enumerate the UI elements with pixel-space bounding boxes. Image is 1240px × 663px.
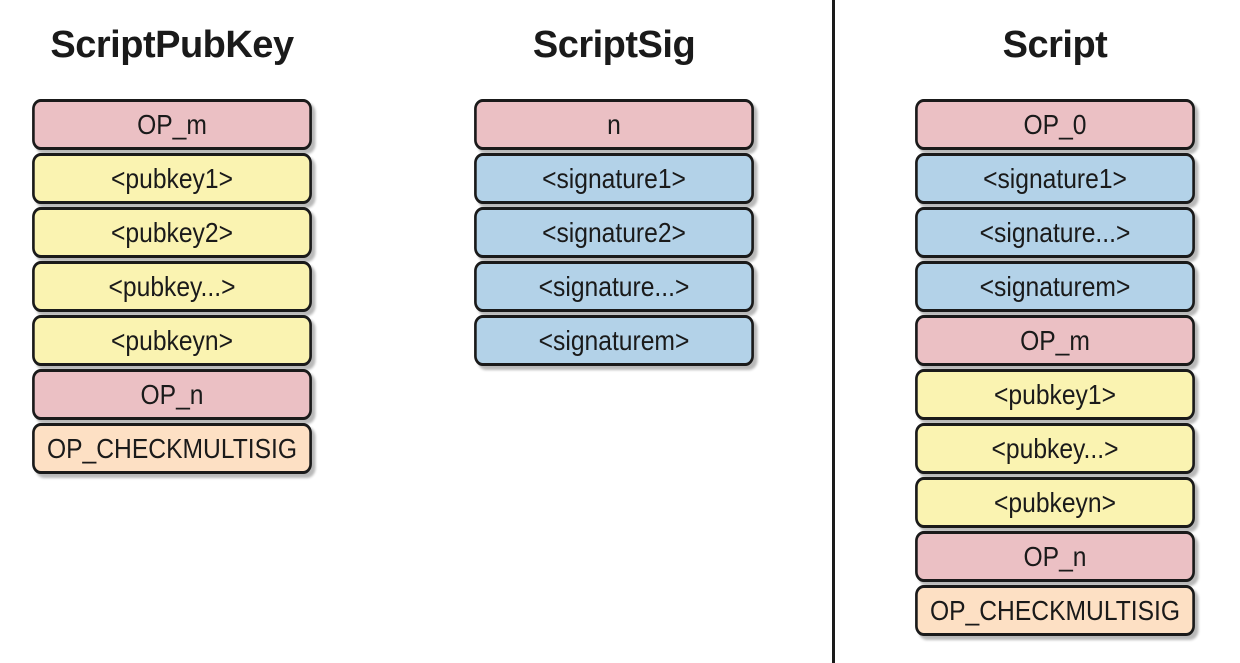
script-stack-item: <signature1> <box>915 153 1195 204</box>
scriptpubkey-stack-item: OP_CHECKMULTISIG <box>32 423 312 474</box>
scriptpubkey-stack-item: OP_n <box>32 369 312 420</box>
scriptpubkey-stack-item: OP_m <box>32 99 312 150</box>
scriptpubkey-stack-item: <pubkey...> <box>32 261 312 312</box>
script-stack-item: <signaturem> <box>915 261 1195 312</box>
scriptpubkey-title: ScriptPubKey <box>50 24 294 66</box>
scriptpubkey-stack: OP_m<pubkey1><pubkey2><pubkey...><pubkey… <box>13 99 331 477</box>
script-title: Script <box>1002 24 1108 66</box>
script-stack-item: <signature...> <box>915 207 1195 258</box>
scriptpubkey-stack-item: <pubkey2> <box>32 207 312 258</box>
script-stack-item: <pubkeyn> <box>915 477 1195 528</box>
script-stack-item: OP_CHECKMULTISIG <box>915 585 1195 636</box>
script-stack-item: OP_m <box>915 315 1195 366</box>
scriptpubkey-stack-item: <pubkeyn> <box>32 315 312 366</box>
script-stack-item: <pubkey1> <box>915 369 1195 420</box>
scriptsig-stack-item: <signature2> <box>474 207 754 258</box>
script-stack-item: OP_n <box>915 531 1195 582</box>
column-divider <box>832 0 835 663</box>
scriptsig-stack-item: n <box>474 99 754 150</box>
scriptsig-title: ScriptSig <box>532 24 696 66</box>
scriptsig-stack-item: <signature...> <box>474 261 754 312</box>
scriptpubkey-stack-item: <pubkey1> <box>32 153 312 204</box>
scriptsig-stack: n<signature1><signature2><signature...><… <box>455 99 773 369</box>
script-stack-item: <pubkey...> <box>915 423 1195 474</box>
script-stack-item: OP_0 <box>915 99 1195 150</box>
script-stack: OP_0<signature1><signature...><signature… <box>896 99 1214 639</box>
scriptsig-stack-item: <signature1> <box>474 153 754 204</box>
scriptsig-stack-item: <signaturem> <box>474 315 754 366</box>
